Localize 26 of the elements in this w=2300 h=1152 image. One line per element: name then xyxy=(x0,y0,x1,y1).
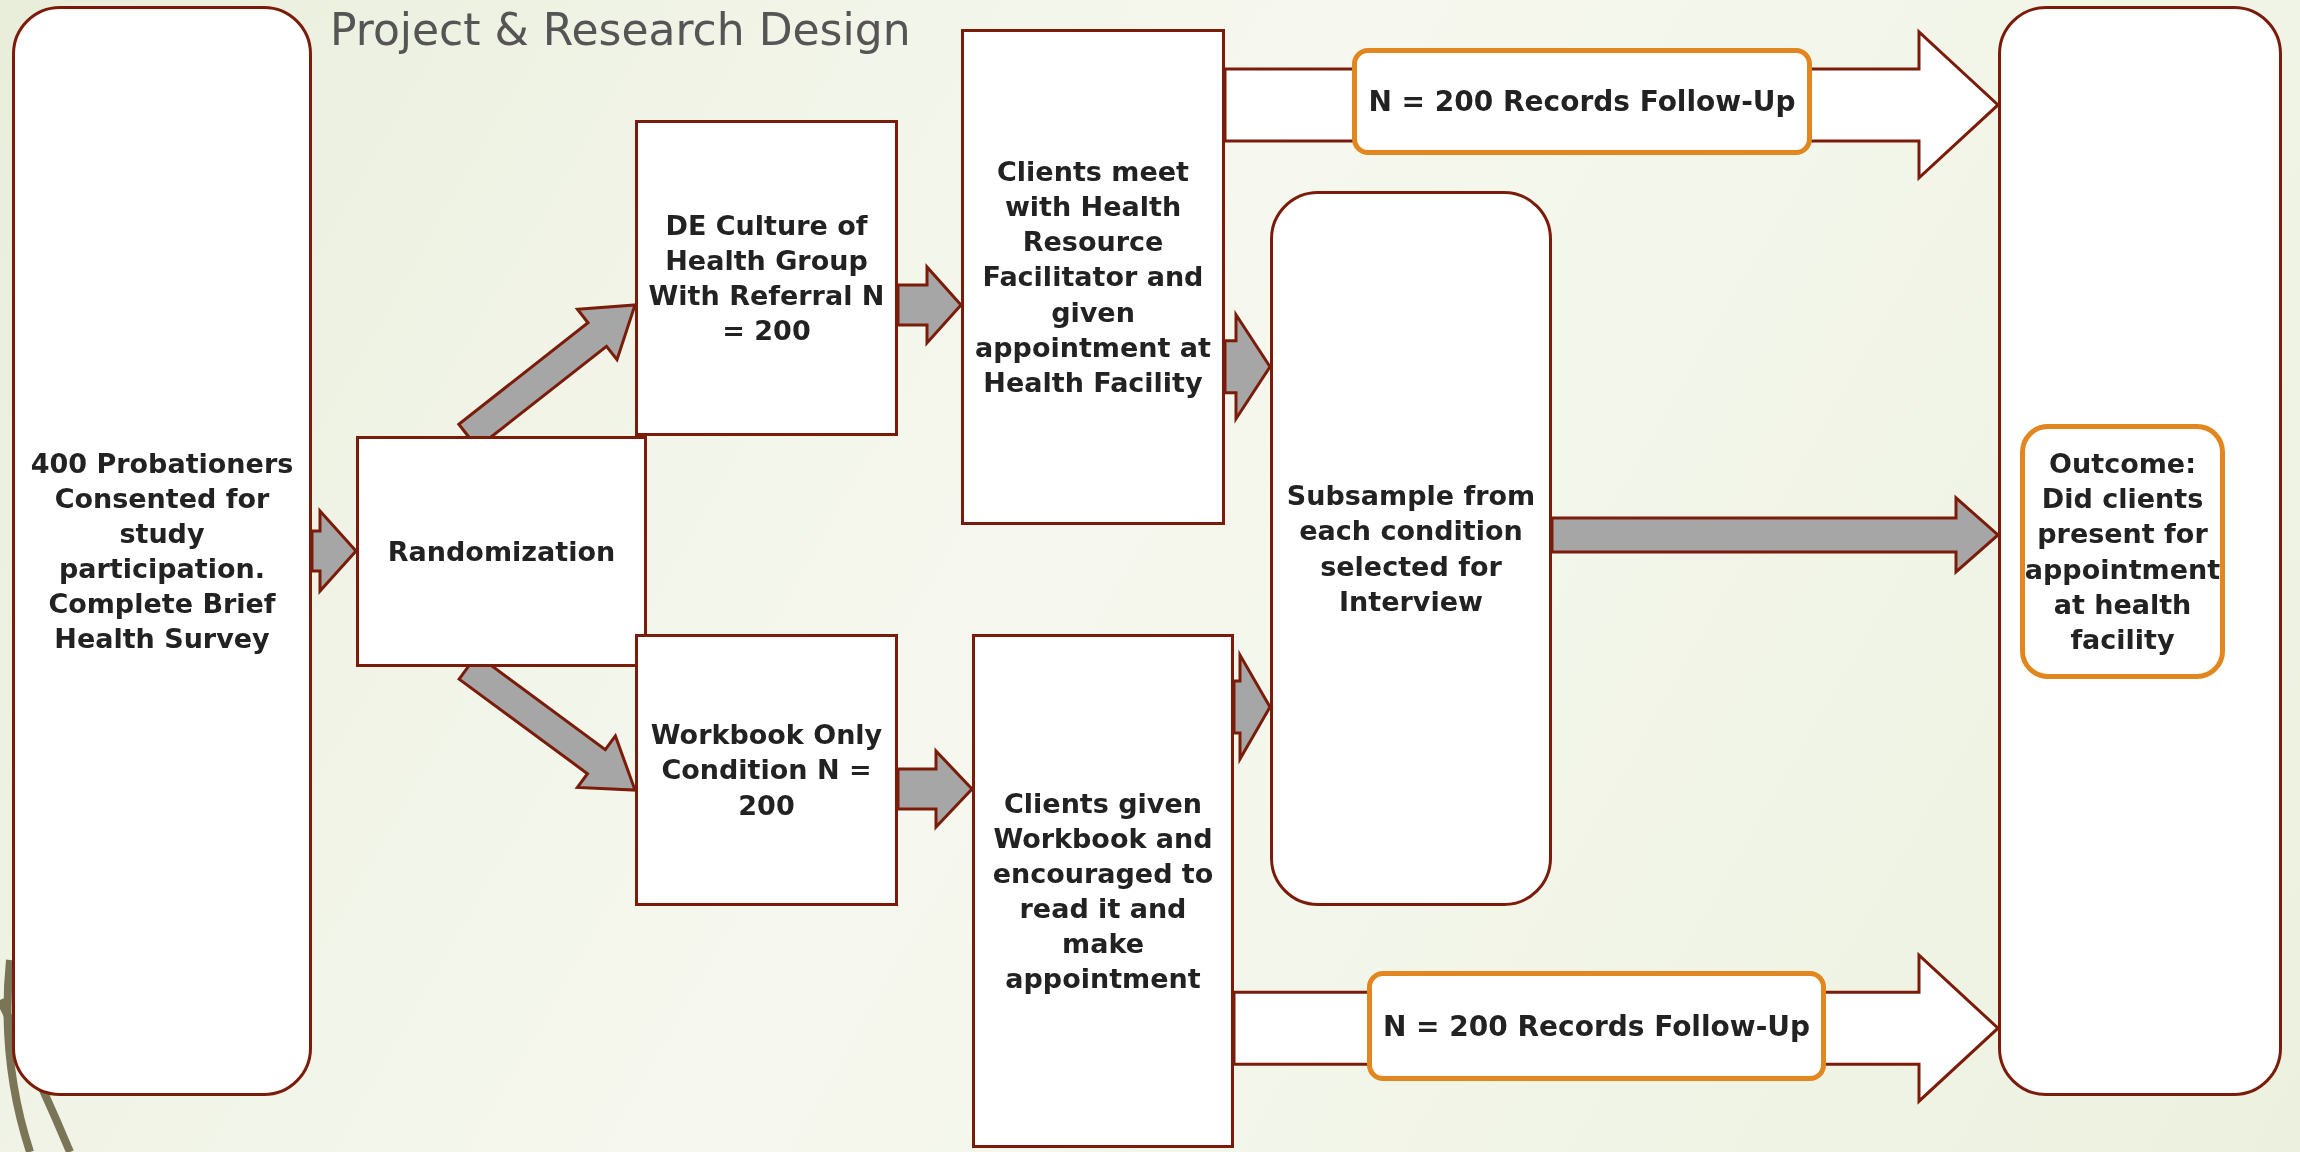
edge-label: N = 200 Records Follow-Up xyxy=(1367,971,1826,1081)
block-arrow xyxy=(896,747,975,831)
process-box xyxy=(961,29,1225,525)
node-text: Randomization xyxy=(387,534,616,569)
block-arrow xyxy=(310,507,358,595)
process-box xyxy=(356,436,647,667)
node-text: 400 Probationers Consented for study participation. Complete Brief Health Survey xyxy=(29,446,295,657)
block-arrow xyxy=(1550,494,2001,576)
process-box xyxy=(635,634,898,906)
process-box xyxy=(635,120,898,436)
node-text: Workbook Only Condition N = 200 xyxy=(649,718,884,823)
node-text: Subsample from each condition selected for Interview xyxy=(1285,479,1537,619)
rounded-box xyxy=(1998,6,2282,1096)
block-arrow xyxy=(896,262,963,347)
process-box xyxy=(972,634,1234,1148)
node-text: Outcome: Did clients present for appointment at health facility xyxy=(2024,447,2221,657)
rounded-box xyxy=(1270,191,1552,906)
node-text: DE Culture of Health Group With Referral N = 200 xyxy=(648,208,885,349)
rounded-box xyxy=(12,6,312,1096)
title: Project & Research Design xyxy=(330,4,912,55)
block-arrow xyxy=(1232,649,1272,765)
node-text: Clients given Workbook and encouraged to read it and make appointment xyxy=(991,786,1215,997)
block-arrow xyxy=(1223,309,1272,424)
node-text: Clients meet with Health Resource Facilitator and given appointment at Health Facility xyxy=(974,155,1212,400)
outcome-box xyxy=(2020,424,2225,679)
edge-label: N = 200 Records Follow-Up xyxy=(1352,48,1812,155)
